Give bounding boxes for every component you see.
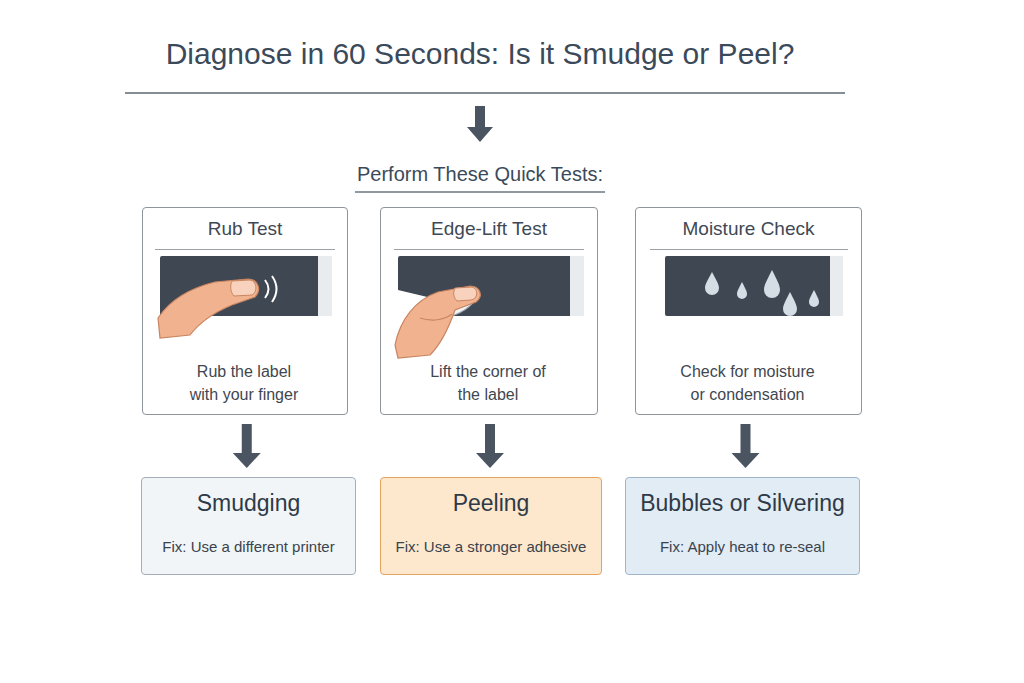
diagram-title: Diagnose in 60 Seconds: Is it Smudge or … [0,37,960,71]
arrow-shaft [242,424,252,454]
fix-text: Fix: Use a stronger adhesive [381,538,601,555]
box-heading: Edge-Lift Test [394,218,584,250]
flow-arrow [732,424,760,468]
arrow-shaft [485,424,495,454]
arrow-head [732,453,760,468]
fix-text: Fix: Apply heat to re-seal [626,538,859,555]
result-heading: Peeling [381,490,601,517]
down-arrow-head [467,127,493,142]
box-instruction: Check for moisture or condensation [672,360,824,406]
box-heading: Moisture Check [650,218,848,250]
test-box: Rub TestRub the label with your finger [142,207,348,415]
section-label: Perform These Quick Tests: [0,163,960,186]
result-heading: Smudging [142,490,355,517]
test-box: Moisture CheckCheck for moisture or cond… [635,207,862,415]
result-box: PeelingFix: Use a stronger adhesive [380,477,602,575]
result-heading: Bubbles or Silvering [626,490,859,517]
test-box: Edge-Lift TestLift the corner of the lab… [380,207,598,415]
result-box: SmudgingFix: Use a different printer [141,477,356,575]
arrow-head [233,453,261,468]
title-rule [125,92,845,94]
box-instruction: Rub the label with your finger [185,360,303,406]
subtitle-rule [355,191,605,192]
flow-arrow [476,424,504,468]
result-box: Bubbles or SilveringFix: Apply heat to r… [625,477,860,575]
arrow-head [476,453,504,468]
box-heading: Rub Test [155,218,335,250]
box-instruction: Lift the corner of the label [429,360,547,406]
flow-arrow [233,424,261,468]
arrow-shaft [741,424,751,454]
down-arrow-shaft [475,106,485,128]
fix-text: Fix: Use a different printer [142,538,355,555]
